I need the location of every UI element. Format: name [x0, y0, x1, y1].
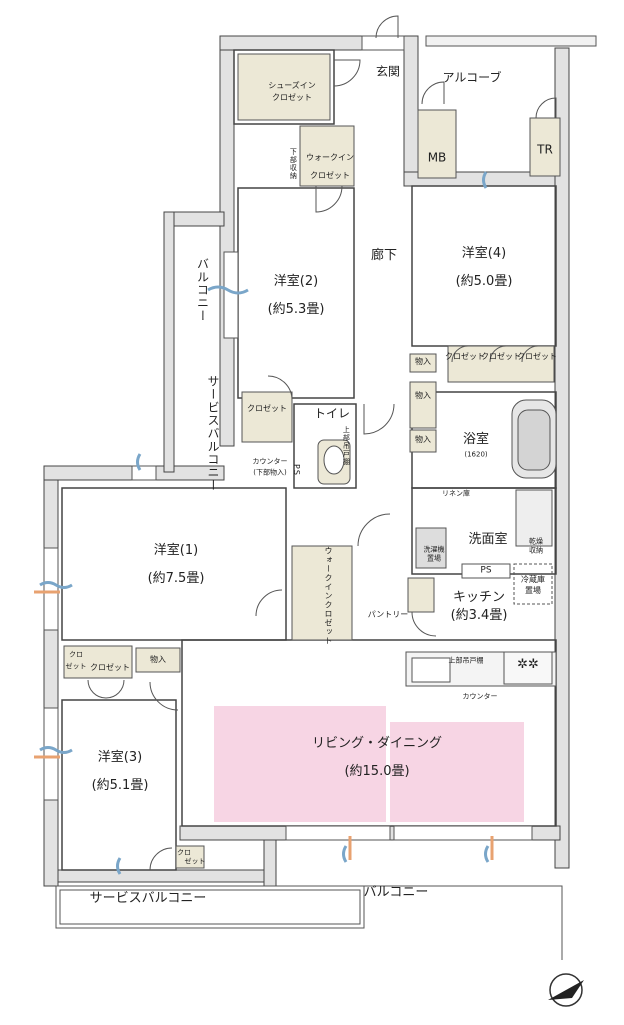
service-balcony-label: サービスバルコニー — [89, 890, 207, 906]
room2-name: 洋室(2) — [273, 273, 319, 289]
upper-cabinet-kitchen-label: 上部吊戸棚 — [448, 656, 484, 665]
dryer-label-1: 乾燥 — [529, 537, 543, 546]
walkin-closet-room1-label: ウォークインクロゼット — [324, 546, 333, 646]
kuro-small-label: クロ — [177, 848, 191, 857]
tr-label: TR — [537, 142, 553, 157]
storage-a-label: 物入 — [415, 357, 431, 366]
washer-label-1: 洗濯機 — [423, 545, 445, 554]
zetto-label: ゼット — [65, 662, 87, 671]
closet-room3-label: クロゼット — [90, 663, 130, 672]
room3-size: (約5.1畳) — [91, 777, 149, 793]
linen-label: リネン庫 — [442, 489, 470, 498]
bath-label: 浴室 — [462, 431, 490, 447]
toilet-label: トイレ — [313, 406, 351, 421]
room4-name: 洋室(4) — [461, 245, 507, 261]
upper-storage-label: 下部収納 — [289, 148, 298, 180]
hallway-label: 廊下 — [370, 247, 398, 263]
alcove-label: アルコーブ — [442, 70, 502, 85]
counter-label-2: (下部物入) — [253, 468, 287, 477]
ps-kitchen-label: PS — [480, 565, 492, 576]
door-swings — [87, 15, 557, 871]
upper-cabinet-toilet-label: 上部吊戸棚 — [342, 426, 351, 466]
ldk-highlight — [214, 706, 524, 822]
balcony-rails — [55, 35, 597, 960]
compass-icon — [548, 973, 584, 1007]
mb-label: MB — [427, 150, 447, 165]
fridge-label-1: 冷蔵庫 — [521, 575, 545, 584]
counter-kitchen-label: カウンター — [462, 692, 498, 701]
washroom-label: 洗面室 — [468, 531, 508, 547]
room1-name: 洋室(1) — [153, 542, 199, 558]
ldk-size: (約15.0畳) — [344, 763, 410, 779]
fridge-label-2: 置場 — [525, 586, 541, 595]
windows — [43, 35, 533, 841]
kuro-label: クロ — [69, 650, 83, 659]
closet-room4-c-label: クロゼット — [517, 352, 557, 361]
room1-size: (約7.5畳) — [147, 570, 205, 586]
ldk-name: リビング・ダイニング — [311, 735, 443, 751]
stove-icon: ✲✲ — [517, 656, 539, 672]
shoes-closet-label-2: クロゼット — [272, 93, 312, 102]
shoes-closet-label-1: シューズイン — [268, 81, 316, 90]
bath-size-label: (1620) — [464, 450, 488, 459]
washer-label-2: 置場 — [427, 554, 441, 563]
ps-toilet-label: PS — [292, 464, 301, 476]
kitchen-label: キッチン — [452, 589, 506, 605]
genkan-label: 玄関 — [375, 64, 401, 79]
closet-room2-label: クロゼット — [247, 404, 287, 413]
dryer-label-2: 収納 — [529, 546, 543, 555]
closet-room4-b-label: クロゼット — [481, 352, 521, 361]
walkin-label-2: クロゼット — [310, 171, 350, 180]
counter-label-1: カウンター — [252, 457, 288, 466]
closet-room4-a-label: クロゼット — [445, 352, 485, 361]
storage-c-label: 物入 — [415, 435, 431, 444]
airflow-icons — [34, 171, 494, 875]
balcony-label: バルコニー — [363, 884, 429, 900]
room4-size: (約5.0畳) — [455, 273, 513, 289]
walkin-label-1: ウォークイン — [306, 153, 354, 162]
room3-name: 洋室(3) — [97, 749, 143, 765]
closets — [63, 53, 561, 869]
service-balcony-side-label: サービスバルコニー — [206, 375, 220, 492]
balcony-side-label: バルコニー — [195, 257, 210, 323]
zetto-small-label: ゼット — [184, 857, 206, 866]
fixtures — [317, 399, 557, 687]
room2-size: (約5.3畳) — [267, 301, 325, 317]
storage-b-label: 物入 — [415, 391, 431, 400]
kitchen-size-label: (約3.4畳) — [450, 607, 508, 623]
storage-room3-label: 物入 — [150, 655, 166, 664]
pantry-label: パントリー — [367, 610, 409, 619]
